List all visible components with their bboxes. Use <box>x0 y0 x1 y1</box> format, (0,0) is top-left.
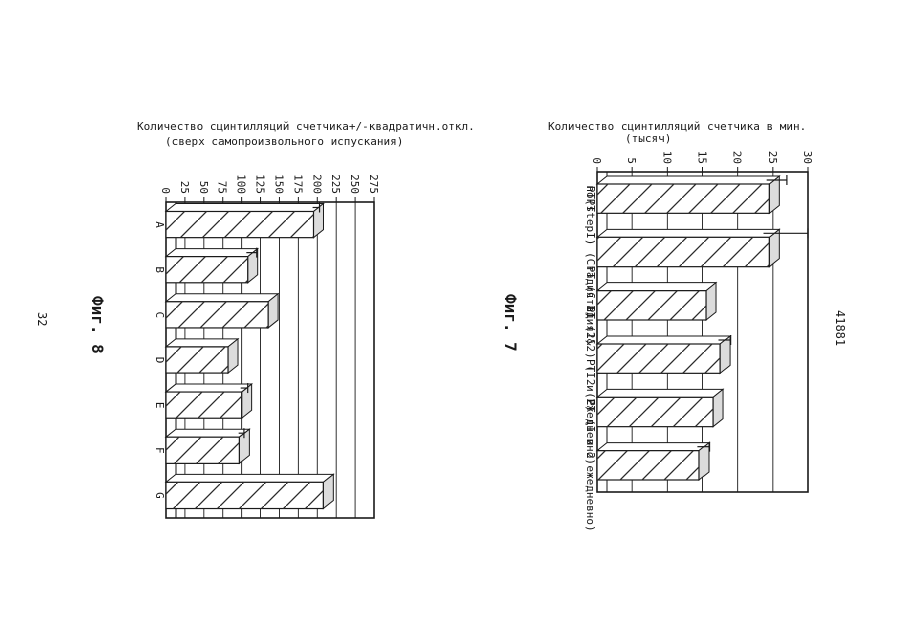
fig8-category-label: G <box>153 492 166 499</box>
fig8-category-label: A <box>153 221 166 228</box>
fig7-bar-top <box>597 389 723 397</box>
fig8-tick-label: 50 <box>197 181 210 194</box>
page-number: 32 <box>35 312 49 326</box>
fig8-title: Количество сцинтилляций счетчика+/-квадр… <box>137 120 475 133</box>
fig8-bar-hatch <box>166 482 323 508</box>
fig7-bar-top <box>597 229 779 237</box>
fig8-tick-label: 275 <box>367 174 380 194</box>
fig7-bar-hatch <box>597 237 769 266</box>
fig7-tick-label: 0 <box>590 157 603 164</box>
fig7-tick-label: 15 <box>696 151 709 164</box>
fig7-tick-label: 10 <box>660 151 673 164</box>
fig8-category-label: D <box>153 357 166 364</box>
fig8-bar <box>166 339 238 373</box>
fig7-tick-label: 25 <box>766 151 779 164</box>
fig8-category-label: E <box>153 402 166 409</box>
fig8-tick-label: 175 <box>291 174 304 194</box>
fig8-tick-label: 25 <box>178 181 191 194</box>
fig7-subtitle: (тысяч) <box>625 132 671 145</box>
fig8-tick-label: 250 <box>348 174 361 194</box>
fig8-bar-top <box>166 294 278 302</box>
fig7-bar <box>597 389 723 426</box>
fig7-bar-top <box>597 176 779 184</box>
fig8-tick-label: 125 <box>254 174 267 194</box>
doc-number: 41881 <box>833 310 847 346</box>
fig8-category-label: F <box>153 447 166 454</box>
fig7-tick-label: 5 <box>625 157 638 164</box>
fig8-bar-hatch <box>166 257 248 283</box>
fig7-tick-label: 30 <box>801 151 814 164</box>
fig7-category-label: PT (I и 2 ежедневно) <box>584 399 597 531</box>
fig7-category-labels: noPTPT(stepI) (Стадия I)PT (Стадия2)PT (… <box>584 185 597 531</box>
fig8-bars <box>166 202 333 508</box>
fig7-bar-hatch <box>597 397 713 426</box>
fig7-bar <box>597 283 716 320</box>
fig8-category-label: B <box>153 266 166 273</box>
fig8-tick-label: 150 <box>272 174 285 194</box>
fig8-bar-hatch <box>166 437 239 463</box>
fig8-tick-label: 200 <box>310 174 323 194</box>
fig8-bar-hatch <box>166 211 313 237</box>
fig8-label: Фиг. 8 <box>88 296 107 354</box>
fig8-bar <box>166 428 249 463</box>
fig8-bar-top <box>166 474 333 482</box>
fig8-bar <box>166 248 258 283</box>
fig8-bar-top <box>166 249 258 257</box>
fig8-bar <box>166 383 252 418</box>
fig8-bar <box>166 474 333 508</box>
fig8-bar-top <box>166 384 252 392</box>
fig7-bar-hatch <box>597 184 769 213</box>
fig8-bar <box>166 294 278 328</box>
fig8-bar-hatch <box>166 302 268 328</box>
fig7-tick-label: 20 <box>731 151 744 164</box>
fig7-bar-top <box>597 283 716 291</box>
fig7-title: Количество сцинтилляций счетчика в мин. <box>548 120 806 133</box>
fig8-bar-top <box>166 429 249 437</box>
chart-fig7: Количество сцинтилляций счетчика в мин. … <box>501 120 814 532</box>
fig8-bar-top <box>166 203 323 211</box>
fig8-category-label: C <box>153 312 166 319</box>
fig8-category-labels: A B C D E F G <box>153 221 166 498</box>
fig8-subtitle: (сверх самопроизвольного испускания) <box>165 135 403 148</box>
fig8-tick-label: 100 <box>235 174 248 194</box>
chart-fig8: Количество сцинтилляций счетчика+/-квадр… <box>88 120 475 518</box>
fig7-bar-hatch <box>597 344 720 373</box>
fig7-bar-top <box>597 443 709 451</box>
fig8-bar-hatch <box>166 392 242 418</box>
fig7-bar-hatch <box>597 291 706 320</box>
fig8-bar-hatch <box>166 347 228 373</box>
fig7-bar <box>597 175 787 213</box>
fig8-bar <box>166 202 323 237</box>
fig7-bar-top <box>597 336 730 344</box>
fig7-label: Фиг. 7 <box>501 294 520 352</box>
fig7-bar <box>597 228 808 266</box>
fig8-tick-label: 75 <box>216 181 229 194</box>
fig7-bar <box>597 442 710 480</box>
fig8-bar-top <box>166 339 238 347</box>
fig8-tick-label: 225 <box>329 174 342 194</box>
fig7-bar-hatch <box>597 451 699 480</box>
fig8-tick-label: 0 <box>159 187 172 194</box>
fig7-bar <box>597 335 731 373</box>
